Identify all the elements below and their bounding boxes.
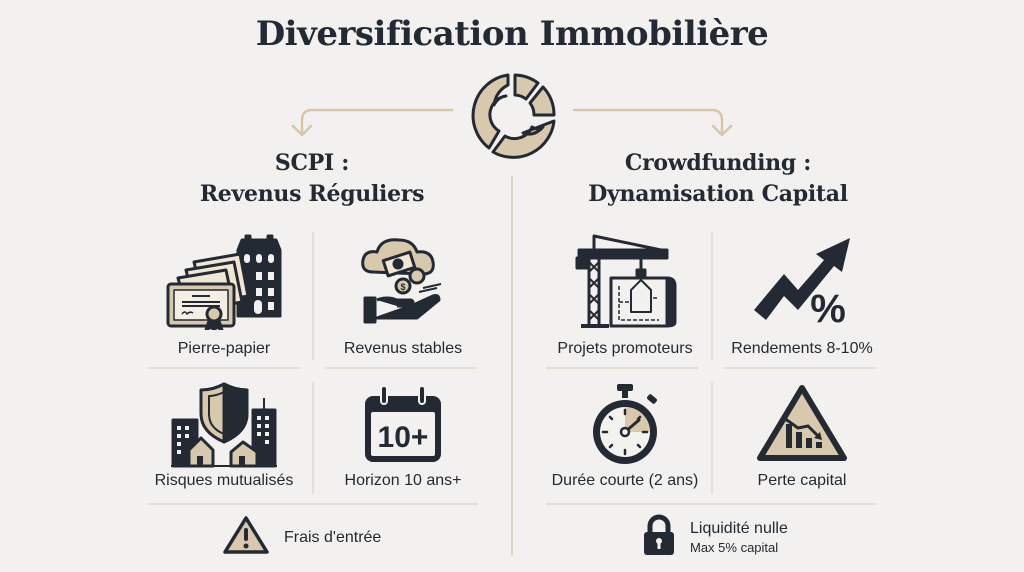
crowdfunding-heading-line1: Crowdfunding :	[624, 150, 812, 176]
crowdfunding-footer-liquidite: Liquidité nulle Max 5% capital	[642, 514, 788, 561]
item-label: Revenus stables	[343, 340, 463, 357]
stopwatch-icon	[585, 382, 665, 473]
left-footer-divider	[148, 503, 478, 505]
right-footer-divider	[546, 503, 876, 505]
footer-label: Liquidité nulle	[690, 519, 788, 537]
item-label: Projets promoteurs	[557, 340, 693, 357]
left-grid-divider-bottom	[312, 382, 314, 494]
svg-text:%: %	[810, 287, 846, 326]
right-row-divider-a	[546, 367, 698, 369]
right-grid-divider-bottom	[711, 382, 713, 494]
page-title: Diversification Immobilière	[255, 14, 769, 54]
calendar-10-plus-icon: 10+	[361, 384, 445, 471]
trend-up-percent-icon: %	[750, 234, 854, 331]
item-label: Perte capital	[757, 472, 847, 489]
scpi-heading: SCPI : Revenus Réguliers	[142, 148, 482, 210]
certificates-building-icon	[164, 232, 284, 335]
left-row-divider-b	[325, 367, 477, 369]
crowdfunding-heading-line2: Dynamisation Capital	[588, 181, 848, 207]
center-divider	[511, 176, 513, 556]
segmented-donut-icon	[468, 71, 558, 161]
svg-text:10+: 10+	[378, 421, 429, 454]
item-label: Pierre-papier	[177, 340, 271, 357]
shield-buildings-icon	[169, 380, 279, 473]
item-label: Horizon 10 ans+	[344, 472, 462, 489]
warning-chart-down-icon	[754, 382, 850, 471]
scpi-footer-frais: Frais d'entrée	[222, 514, 381, 561]
hand-money-cloud-icon: $	[353, 234, 453, 331]
footer-label: Frais d'entrée	[284, 528, 382, 546]
scpi-heading-line1: SCPI :	[274, 150, 350, 176]
right-grid-divider-top	[711, 232, 713, 360]
crane-blueprint-icon	[571, 232, 679, 335]
scpi-heading-line2: Revenus Réguliers	[199, 181, 425, 207]
right-row-divider-b	[724, 367, 876, 369]
svg-text:$: $	[400, 282, 405, 292]
left-grid-divider-top	[312, 232, 314, 360]
item-label: Rendements 8-10%	[731, 340, 873, 357]
footer-sublabel: Max 5% capital	[690, 539, 779, 555]
item-label: Risques mutualisés	[154, 472, 294, 489]
connector-arrows	[291, 108, 733, 137]
footer-text: Liquidité nulle Max 5% capital	[690, 519, 788, 557]
padlock-icon	[642, 514, 676, 561]
left-row-divider-a	[148, 367, 300, 369]
item-label: Durée courte (2 ans)	[551, 472, 699, 489]
crowdfunding-heading: Crowdfunding : Dynamisation Capital	[548, 148, 888, 210]
warning-triangle-icon	[222, 514, 270, 561]
